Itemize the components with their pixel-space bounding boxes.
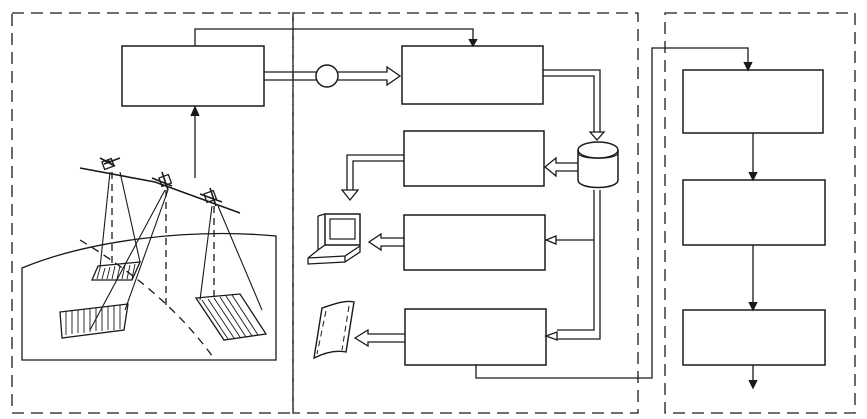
processing-block [401,45,544,105]
scan-beam [199,205,263,311]
ground-track [79,239,216,361]
output1-to-terminal-arrowhead [340,189,360,202]
receiving-output-double-line [264,71,316,81]
processing-to-database-double-line [543,69,601,132]
receiving-to-processing-arrowhead [468,38,478,48]
user1-to-user2-arrowhead [748,171,758,182]
processing-to-database-arrowhead [588,131,606,141]
satellite-icon [99,157,121,171]
user3-output-arrowhead [748,379,758,390]
user-block-1 [682,69,824,134]
middle-panel [292,12,639,414]
feed-to-output2-arrow [544,235,594,245]
junction-to-processing-double-arrow [338,65,402,87]
swath-footprint [91,261,142,281]
receiving-block [121,45,265,107]
swath-footprint [59,303,129,339]
junction-icon [315,64,339,88]
output-block-3 [404,308,547,366]
database-icon [577,141,619,189]
output2-to-terminal-double-arrow [367,232,404,252]
right-panel [664,12,856,414]
user2-to-user3-arrowhead [748,301,758,312]
film-strip-icon [313,300,355,360]
computer-terminal-icon [307,213,361,265]
satellite-icon [151,171,173,191]
output-block-1 [403,130,545,187]
satellite-uplink-arrowhead [190,105,200,117]
swath-footprint [194,293,268,341]
user-block-2 [682,179,826,246]
database-to-output3-double-line [557,190,601,340]
left-panel [11,12,294,414]
middle-to-user-connector [475,47,749,379]
feed-to-output3-arrow [544,331,558,341]
receiving-to-processing-line [194,28,474,46]
satellite-icon [199,187,223,207]
output1-to-terminal-double-arrow [346,154,404,190]
database-to-output1-double-arrow [543,156,578,178]
user-block-3 [682,309,826,366]
middle-to-user-arrowhead [743,61,753,72]
output3-to-film-double-arrow [353,328,405,348]
scan-beam [99,171,141,269]
orbit-line [79,167,241,214]
earth-surface [21,232,277,361]
output-block-2 [403,214,546,271]
